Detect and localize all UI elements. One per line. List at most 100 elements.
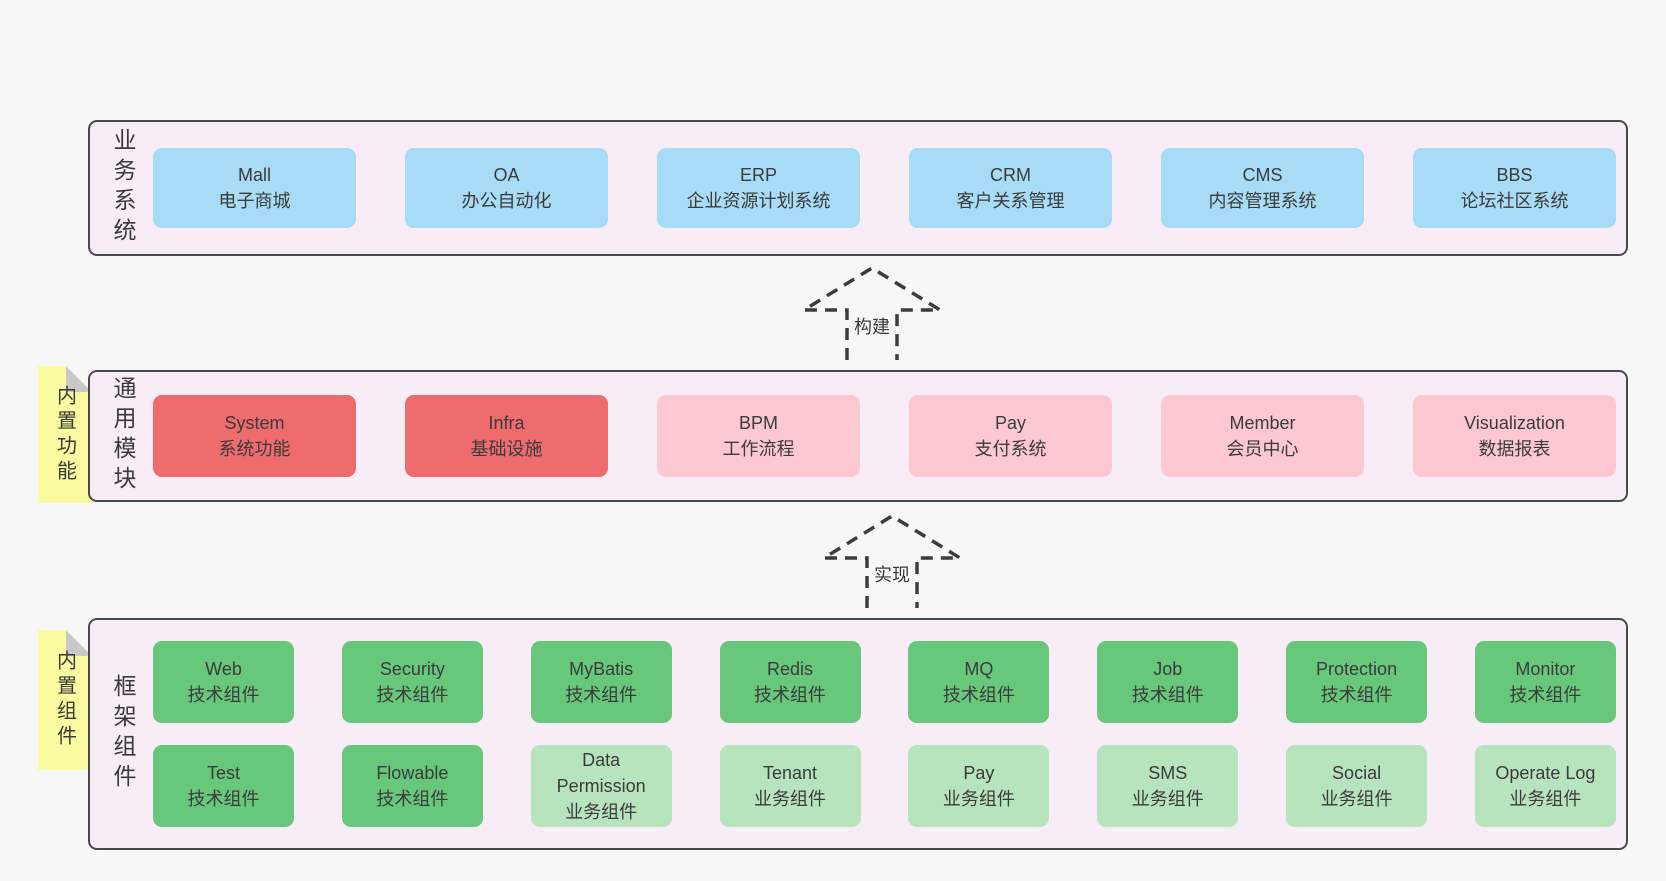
node-title: Flowable — [376, 763, 449, 783]
node-subtitle: 系统功能 — [218, 439, 291, 459]
panel-common-modules: 通用模块 System 系统功能 Infra 基础设施 BPM 工作流程 Pay… — [88, 370, 1628, 502]
node-title: Operate Log — [1495, 763, 1596, 783]
node-erp: ERP 企业资源计划系统 — [657, 148, 860, 228]
node-mall: Mall 电子商城 — [153, 148, 356, 228]
node-pay: Pay 支付系统 — [909, 395, 1112, 477]
node-subtitle: 业务组件 — [1131, 789, 1204, 809]
node-infra: Infra 基础设施 — [405, 395, 608, 477]
node-title: Job — [1153, 659, 1183, 679]
node-subtitle: 数据报表 — [1478, 439, 1551, 459]
up-arrow-icon — [797, 265, 947, 360]
node-subtitle: 技术组件 — [1509, 685, 1582, 705]
node-title: BPM — [738, 413, 778, 433]
sticky-built-in-components: 内置组件 — [38, 630, 92, 770]
node-subtitle: 技术组件 — [754, 685, 827, 705]
node-oa: OA 办公自动化 — [405, 148, 608, 228]
node-subtitle: 技术组件 — [1131, 685, 1204, 705]
node-title: Infra — [488, 413, 525, 433]
node-subtitle: 电子商城 — [218, 191, 291, 211]
node-subtitle: 企业资源计划系统 — [686, 191, 831, 211]
node-title: CMS — [1242, 165, 1283, 185]
node-subtitle: 客户关系管理 — [956, 191, 1065, 211]
node-title: Test — [206, 763, 240, 783]
node-web: Web 技术组件 — [153, 641, 294, 723]
node-subtitle: 业务组件 — [754, 789, 827, 809]
node-title: Security — [379, 659, 445, 679]
node-job: Job 技术组件 — [1097, 641, 1239, 723]
node-title: SMS — [1148, 763, 1188, 783]
node-subtitle: 内容管理系统 — [1208, 191, 1317, 211]
arrow-build-label: 构建 — [854, 317, 890, 337]
node-subtitle: 业务组件 — [565, 802, 638, 822]
node-title: Data Permission — [556, 750, 646, 796]
up-arrow-icon — [817, 513, 967, 608]
node-title: CRM — [990, 165, 1031, 185]
node-subtitle: 技术组件 — [376, 789, 449, 809]
sticky-built-in-components-label: 内置组件 — [53, 650, 76, 750]
node-operate-log: Operate Log 业务组件 — [1474, 745, 1616, 827]
node-subtitle: 支付系统 — [974, 439, 1047, 459]
node-protection: Protection 技术组件 — [1286, 641, 1428, 723]
node-title: MQ — [964, 659, 994, 679]
node-social: Social 业务组件 — [1286, 745, 1428, 827]
node-title: BBS — [1496, 165, 1533, 185]
node-subtitle: 工作流程 — [722, 439, 795, 459]
node-sms: SMS 业务组件 — [1097, 745, 1239, 827]
node-bpm: BPM 工作流程 — [657, 395, 860, 477]
node-subtitle: 技术组件 — [187, 789, 260, 809]
sticky-built-in-features: 内置功能 — [38, 366, 92, 503]
panel-common-modules-label: 通用模块 — [110, 376, 136, 496]
node-title: Protection — [1316, 659, 1398, 679]
node-monitor: Monitor 技术组件 — [1474, 641, 1616, 723]
business-systems-row: Mall 电子商城 OA 办公自动化 ERP 企业资源计划系统 CRM 客户关系… — [153, 124, 1616, 252]
node-subtitle: 办公自动化 — [461, 191, 552, 211]
node-subtitle: 技术组件 — [187, 685, 260, 705]
node-redis: Redis 技术组件 — [719, 641, 861, 723]
node-title: Visualization — [1464, 413, 1565, 433]
arrow-build: 构建 — [792, 264, 952, 360]
arrow-implement: 实现 — [812, 512, 972, 608]
node-mybatis: MyBatis 技术组件 — [530, 641, 672, 723]
node-title: MyBatis — [569, 659, 634, 679]
node-title: ERP — [739, 165, 777, 185]
node-subtitle: 技术组件 — [376, 685, 449, 705]
node-cms: CMS 内容管理系统 — [1161, 148, 1364, 228]
panel-business-systems: 业务系统 Mall 电子商城 OA 办公自动化 ERP 企业资源计划系统 CRM… — [88, 120, 1628, 256]
node-subtitle: 技术组件 — [942, 685, 1015, 705]
sticky-built-in-features-label: 内置功能 — [53, 384, 76, 485]
node-subtitle: 论坛社区系统 — [1460, 191, 1569, 211]
node-subtitle: 技术组件 — [565, 685, 638, 705]
node-title: Web — [205, 659, 242, 679]
node-data-permission: Data Permission 业务组件 — [530, 745, 672, 827]
node-subtitle: 会员中心 — [1226, 439, 1299, 459]
node-visualization: Visualization 数据报表 — [1413, 395, 1616, 477]
framework-components-grid: Web 技术组件 Security 技术组件 MyBatis 技术组件 Redi… — [153, 622, 1616, 846]
node-bbs: BBS 论坛社区系统 — [1413, 148, 1616, 228]
node-flowable: Flowable 技术组件 — [341, 745, 483, 827]
node-title: Member — [1229, 413, 1296, 433]
node-mq: MQ 技术组件 — [908, 641, 1050, 723]
node-pay-business: Pay 业务组件 — [908, 745, 1050, 827]
node-subtitle: 业务组件 — [1509, 789, 1582, 809]
node-subtitle: 业务组件 — [942, 789, 1015, 809]
common-modules-row: System 系统功能 Infra 基础设施 BPM 工作流程 Pay 支付系统… — [153, 374, 1616, 498]
panel-framework-components: 框架组件 Web 技术组件 Security 技术组件 MyBatis 技术组件… — [88, 618, 1628, 850]
node-title: System — [224, 413, 285, 433]
node-subtitle: 业务组件 — [1320, 789, 1393, 809]
node-title: Mall — [237, 165, 271, 185]
node-subtitle: 基础设施 — [470, 439, 543, 459]
node-member: Member 会员中心 — [1161, 395, 1364, 477]
node-test: Test 技术组件 — [153, 745, 294, 827]
node-subtitle: 技术组件 — [1320, 685, 1393, 705]
arrow-implement-label: 实现 — [874, 565, 910, 585]
node-system: System 系统功能 — [153, 395, 356, 477]
node-security: Security 技术组件 — [341, 641, 483, 723]
node-title: Redis — [767, 659, 814, 679]
node-title: Tenant — [763, 763, 818, 783]
node-title: Monitor — [1515, 659, 1576, 679]
panel-framework-components-label: 框架组件 — [110, 674, 136, 794]
node-crm: CRM 客户关系管理 — [909, 148, 1112, 228]
node-title: Pay — [963, 763, 995, 783]
node-title: Pay — [994, 413, 1027, 433]
